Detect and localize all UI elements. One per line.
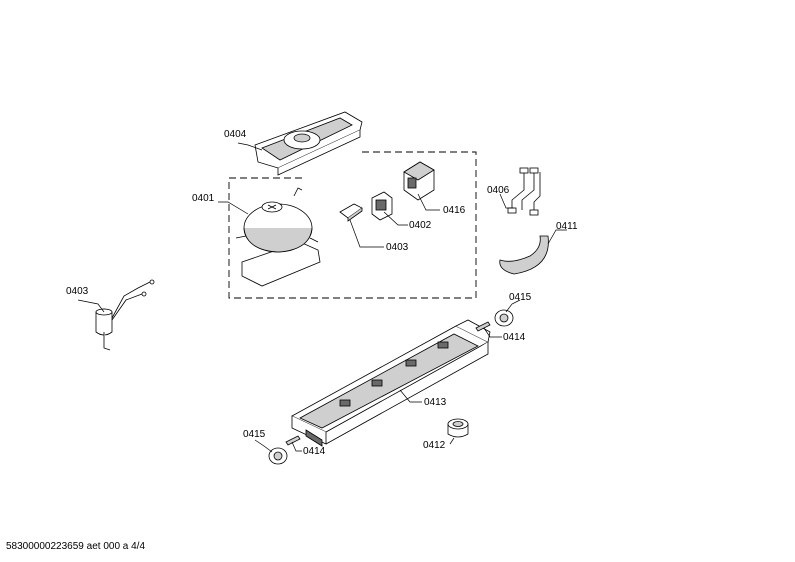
leader-0412 [449, 437, 455, 445]
callout-0415-lower: 0415 [243, 429, 266, 440]
leader-0401 [218, 201, 249, 215]
callout-0414-lower: 0414 [303, 446, 326, 457]
callout-0416: 0416 [443, 205, 466, 216]
leader-0406 [499, 193, 514, 209]
leader-0414b [291, 441, 302, 452]
callout-0414-upper: 0414 [503, 332, 526, 343]
leader-0403a [349, 219, 384, 248]
leader-0411 [547, 229, 567, 245]
relay-box-part [403, 161, 435, 201]
leader-0413 [399, 389, 422, 403]
leveling-cap-part [447, 418, 469, 438]
document-footer: 58300000223659 aet 000 a 4/4 [6, 541, 146, 552]
leader-0404 [237, 142, 263, 151]
base-rail-part [291, 319, 491, 447]
wire-harness-part [507, 167, 541, 216]
foot-part-upper [494, 309, 514, 327]
compressor-part [235, 187, 321, 287]
pin-part-upper [475, 321, 491, 332]
callout-0411: 0411 [556, 221, 578, 232]
assembly-group-outline [228, 151, 477, 299]
pin-part-lower [285, 435, 301, 446]
leader-0415b [254, 439, 273, 453]
callout-0403-relay: 0403 [386, 242, 409, 253]
callout-0403-capacitor: 0403 [66, 286, 89, 297]
drain-hose-part [499, 235, 549, 275]
leader-0416 [417, 193, 440, 211]
callout-0401: 0401 [192, 193, 215, 204]
callout-0415-upper: 0415 [509, 292, 532, 303]
foot-part-lower [268, 447, 288, 465]
callout-0404: 0404 [224, 129, 247, 140]
callout-0412: 0412 [423, 440, 446, 451]
callout-0406: 0406 [487, 185, 510, 196]
overload-protector-part [371, 191, 393, 221]
leader-0415a [505, 299, 521, 313]
leader-0402 [383, 211, 408, 226]
drip-tray-part [254, 111, 363, 176]
leader-0403b [77, 299, 105, 313]
leader-0414a [483, 327, 502, 338]
callout-0413: 0413 [424, 397, 447, 408]
callout-0402: 0402 [409, 220, 432, 231]
capacitor-part [95, 279, 155, 351]
relay-clip-part [339, 203, 363, 222]
